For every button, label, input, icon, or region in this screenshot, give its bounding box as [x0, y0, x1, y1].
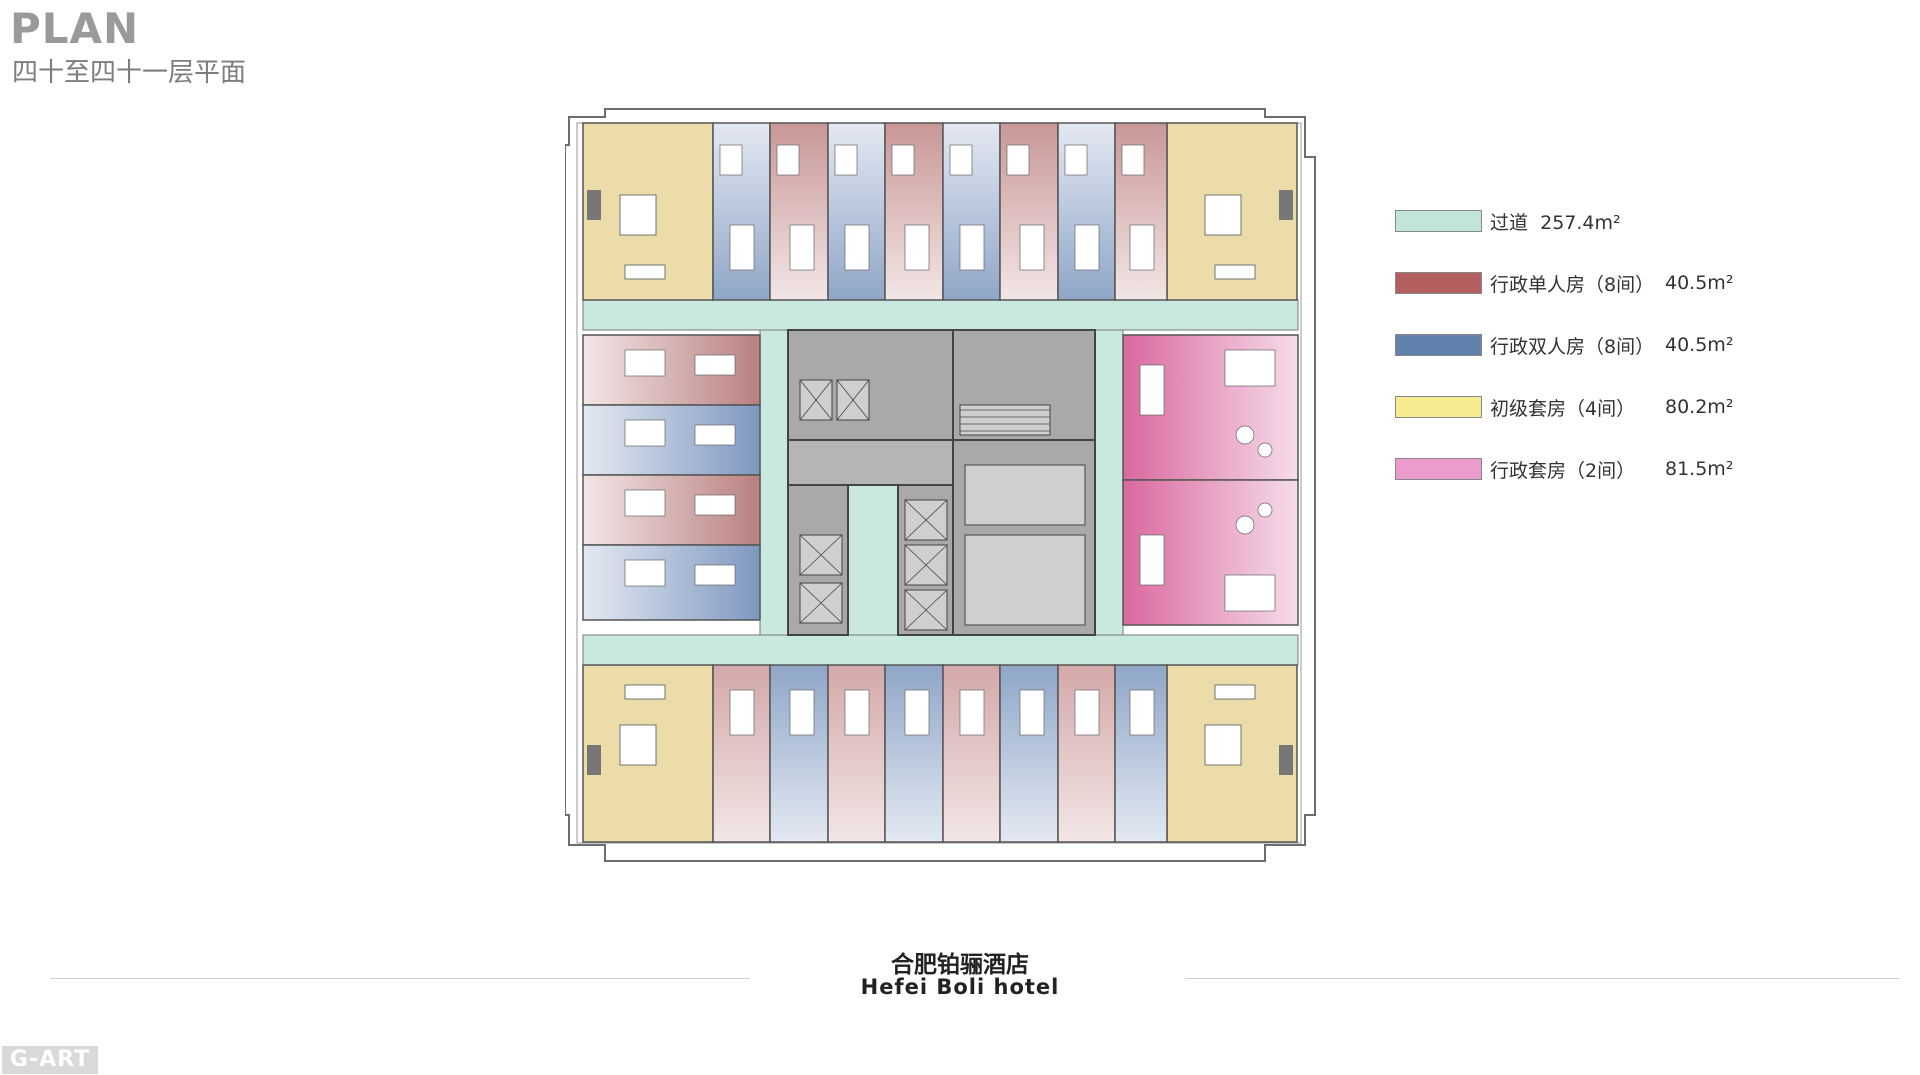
plan-subtitle: 四十至四十一层平面	[12, 58, 247, 88]
legend-area-exec-double: 40.5m²	[1665, 334, 1734, 356]
hotel-name-en: Hefei Boli hotel	[860, 975, 1060, 999]
legend-label-corridor: 过道 257.4m²	[1490, 211, 1621, 234]
corridor-north	[582, 299, 1299, 331]
gart-logo: G-ART	[2, 1046, 98, 1074]
legend-area-exec-suite: 81.5m²	[1665, 458, 1734, 480]
legend-item-corridor: 过道 257.4m²	[1395, 190, 1733, 252]
legend-swatch-exec-double	[1395, 334, 1482, 356]
legend-item-exec-suite: 行政套房（2间） 81.5m²	[1395, 438, 1733, 500]
corridor-east	[1094, 329, 1124, 636]
plan-title: PLAN	[10, 4, 140, 53]
legend-swatch-exec-single	[1395, 272, 1482, 294]
legend-swatch-corridor	[1395, 210, 1482, 232]
legend-swatch-junior-suite	[1395, 396, 1482, 418]
legend-label-exec-double: 行政双人房（8间）	[1490, 335, 1655, 358]
footer-rule-right	[1185, 978, 1900, 979]
legend-label-exec-suite: 行政套房（2间）	[1490, 459, 1636, 482]
hotel-name-cn: 合肥铂骊酒店	[891, 952, 1029, 978]
floor-plan	[565, 108, 1316, 862]
legend-swatch-exec-suite	[1395, 458, 1482, 480]
room-single-w3	[582, 474, 761, 546]
corridor-west	[759, 329, 789, 636]
core-link	[787, 439, 954, 486]
legend-area-junior-suite: 80.2m²	[1665, 396, 1734, 418]
legend-item-exec-single: 行政单人房（8间） 40.5m²	[1395, 252, 1733, 314]
footer-rule-left	[50, 978, 750, 979]
legend-item-junior-suite: 初级套房（4间） 80.2m²	[1395, 376, 1733, 438]
legend-label-junior-suite: 初级套房（4间）	[1490, 397, 1636, 420]
legend-area-exec-single: 40.5m²	[1665, 272, 1734, 294]
legend-item-exec-double: 行政双人房（8间） 40.5m²	[1395, 314, 1733, 376]
corridor-core	[847, 484, 899, 636]
legend: 过道 257.4m² 行政单人房（8间） 40.5m² 行政双人房（8间） 40…	[1395, 190, 1733, 500]
legend-label-exec-single: 行政单人房（8间）	[1490, 273, 1655, 296]
corridor-south	[582, 634, 1299, 666]
